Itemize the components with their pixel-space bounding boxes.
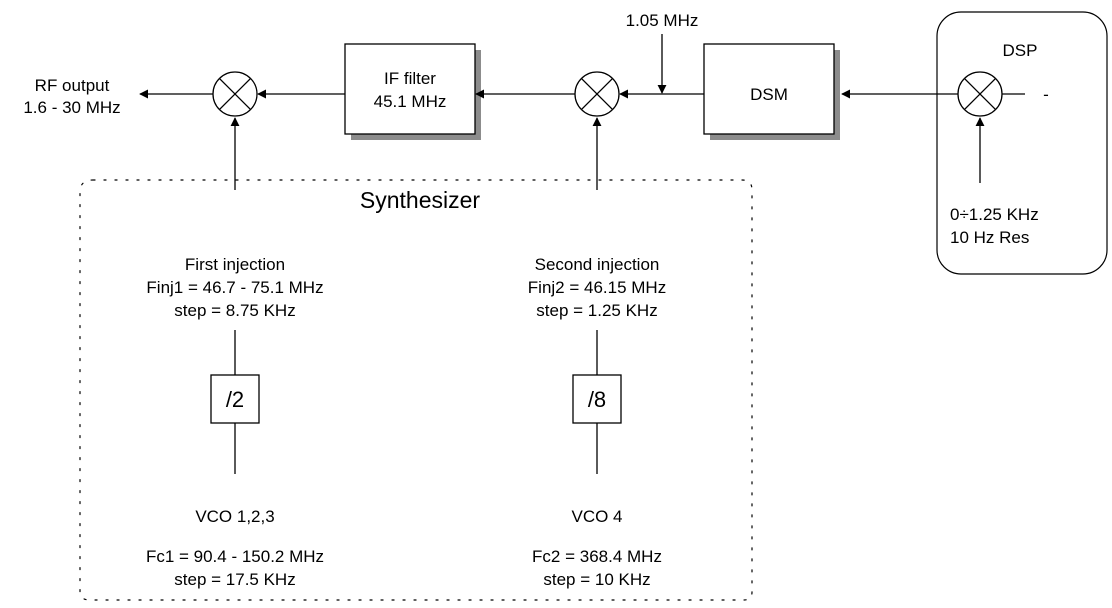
divider-2-label: /2 [226, 387, 244, 412]
dsp-input-resolution: 10 Hz Res [950, 228, 1029, 247]
dsm-label: DSM [750, 85, 788, 104]
dsm-block [703, 43, 840, 140]
if-filter-label: IF filter [384, 69, 436, 88]
synthesizer-title: Synthesizer [360, 187, 481, 213]
synthesizer-boundary [79, 179, 753, 601]
divider-8-box [572, 374, 622, 424]
dsp-input-range: 0÷1.25 KHz [950, 205, 1039, 224]
second-injection-step: step = 1.25 KHz [536, 301, 657, 320]
if-filter-block [344, 43, 481, 140]
mixer-1 [212, 71, 258, 117]
rf-output-label: RF output [35, 76, 110, 95]
vco-1-2-3-label: VCO 1,2,3 [195, 507, 274, 526]
dsp-title: DSP [1003, 41, 1038, 60]
dsp-mixer [957, 71, 1003, 117]
vco-4-freq: Fc2 = 368.4 MHz [532, 547, 662, 566]
mixer-2 [574, 71, 620, 117]
vco-1-2-3-step: step = 17.5 KHz [174, 570, 295, 589]
rf-output-range: 1.6 - 30 MHz [23, 98, 120, 117]
divider-8-label: /8 [588, 387, 606, 412]
second-injection-title: Second injection [535, 255, 660, 274]
if-filter-freq: 45.1 MHz [374, 92, 447, 111]
vco-4-label: VCO 4 [571, 507, 622, 526]
dsm-input-freq: 1.05 MHz [626, 11, 699, 30]
first-injection-title: First injection [185, 255, 285, 274]
first-injection-freq: Finj1 = 46.7 - 75.1 MHz [146, 278, 323, 297]
second-injection-freq: Finj2 = 46.15 MHz [528, 278, 666, 297]
vco-4-step: step = 10 KHz [543, 570, 650, 589]
divider-2-box [210, 374, 260, 424]
dsp-output-mark: - [1043, 85, 1049, 104]
vco-1-2-3-freq: Fc1 = 90.4 - 150.2 MHz [146, 547, 324, 566]
first-injection-step: step = 8.75 KHz [174, 301, 295, 320]
dsp-frame [936, 11, 1108, 275]
